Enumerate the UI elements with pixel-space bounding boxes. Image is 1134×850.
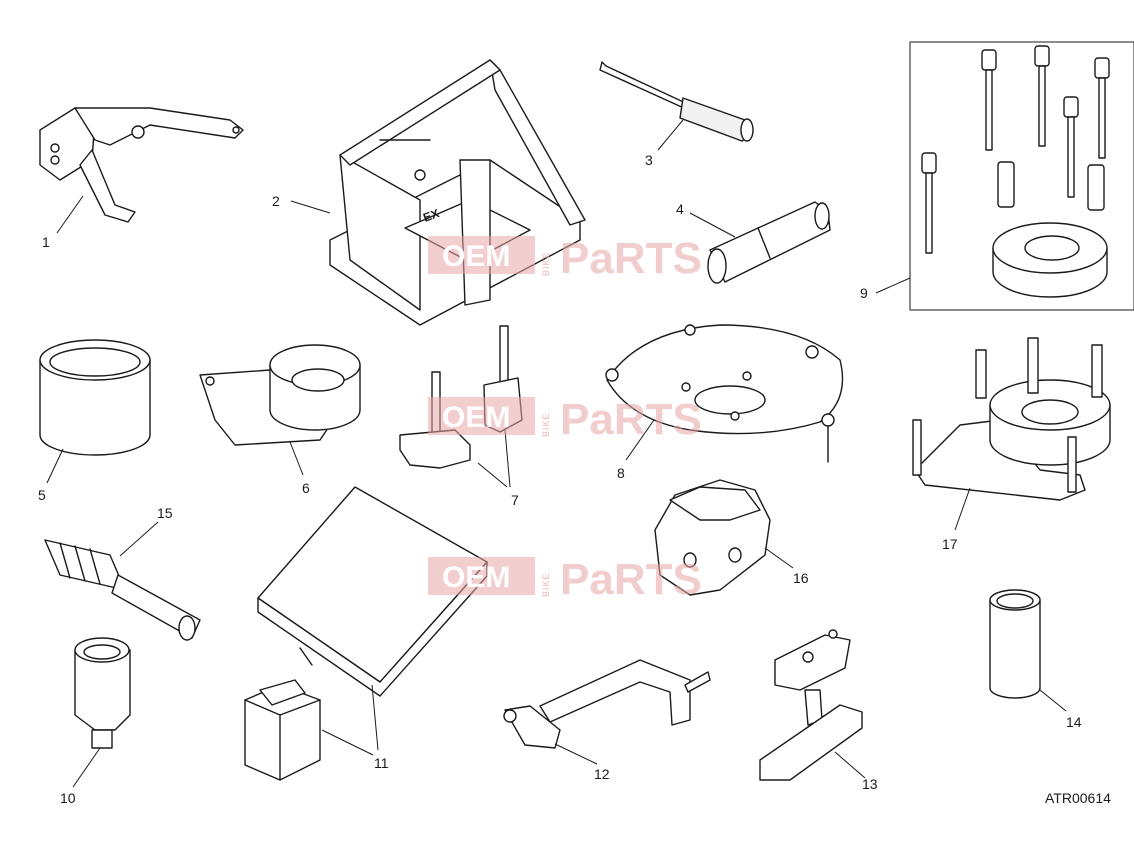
callout-10: 10 [60,790,76,806]
svg-text:BIKE: BIKE [541,572,551,597]
part-9-kit-box [910,42,1134,310]
svg-text:OEM: OEM [442,240,510,273]
callout-16: 16 [793,570,809,586]
part-2-engine-frame: EX [330,60,585,325]
svg-text:BIKE: BIKE [541,412,551,437]
part-5-sleeve [40,340,150,455]
leader-7a [478,463,507,487]
part-10-bushing-tool [75,638,130,748]
callout-4: 4 [676,201,684,217]
leader-9 [876,278,910,293]
svg-text:OEM: OEM [442,401,510,434]
leader-11a [372,685,378,750]
leader-1 [57,196,83,233]
svg-text:PaRTS: PaRTS [560,555,702,604]
watermark-2: OEM BIKE PaRTS [428,395,702,444]
callout-8: 8 [617,465,625,481]
callout-9: 9 [860,285,868,301]
callout-12: 12 [594,766,610,782]
leader-15 [120,522,158,556]
part-4-socket-tool [708,202,830,283]
part-9-kit-items [922,46,1109,297]
part-13-t-handle-plate [760,630,862,780]
leader-7b [505,430,510,487]
part-8-support-plate [606,325,843,462]
svg-text:PaRTS: PaRTS [560,234,702,283]
leader-12 [555,744,597,764]
leader-6 [290,442,303,475]
callout-14: 14 [1066,714,1082,730]
svg-text:BIKE: BIKE [541,251,551,276]
leader-10 [73,748,100,787]
leader-13 [835,752,865,778]
callout-11: 11 [374,755,389,771]
leader-17 [955,488,970,530]
leader-11b [322,730,373,755]
leader-14 [1040,690,1066,711]
leader-3 [658,120,683,150]
leader-8 [626,420,654,460]
callout-3: 3 [645,152,653,168]
callout-6: 6 [302,480,310,496]
leader-16 [765,548,793,568]
drawing-code: ATR00614 [1045,790,1111,806]
callout-7: 7 [511,492,519,508]
watermark-1: OEM BIKE PaRTS [428,234,702,283]
callout-13: 13 [862,776,878,792]
callout-2: 2 [272,193,280,209]
leader-4 [690,213,735,237]
part-15-threaded-drift [45,540,200,640]
part-16-spanner-nut [655,480,770,595]
svg-text:OEM: OEM [442,561,510,594]
leader-5 [47,449,63,483]
watermark-3: OEM BIKE PaRTS [428,555,702,604]
part-12-crank-holder [504,660,710,748]
callout-5: 5 [38,487,46,503]
part-17-fixture [913,338,1110,500]
part-3-pin-tool [600,62,753,141]
part-14-tube [990,590,1040,698]
svg-text:PaRTS: PaRTS [560,395,702,444]
callout-15: 15 [157,505,173,521]
callout-1: 1 [42,234,50,250]
leader-2 [291,201,330,213]
part-11-tray-module [245,487,487,780]
part-1-clamp-tool [40,108,243,222]
callout-17: 17 [942,536,958,552]
part-6-bracket [200,345,360,445]
svg-text:EX: EX [421,206,441,225]
